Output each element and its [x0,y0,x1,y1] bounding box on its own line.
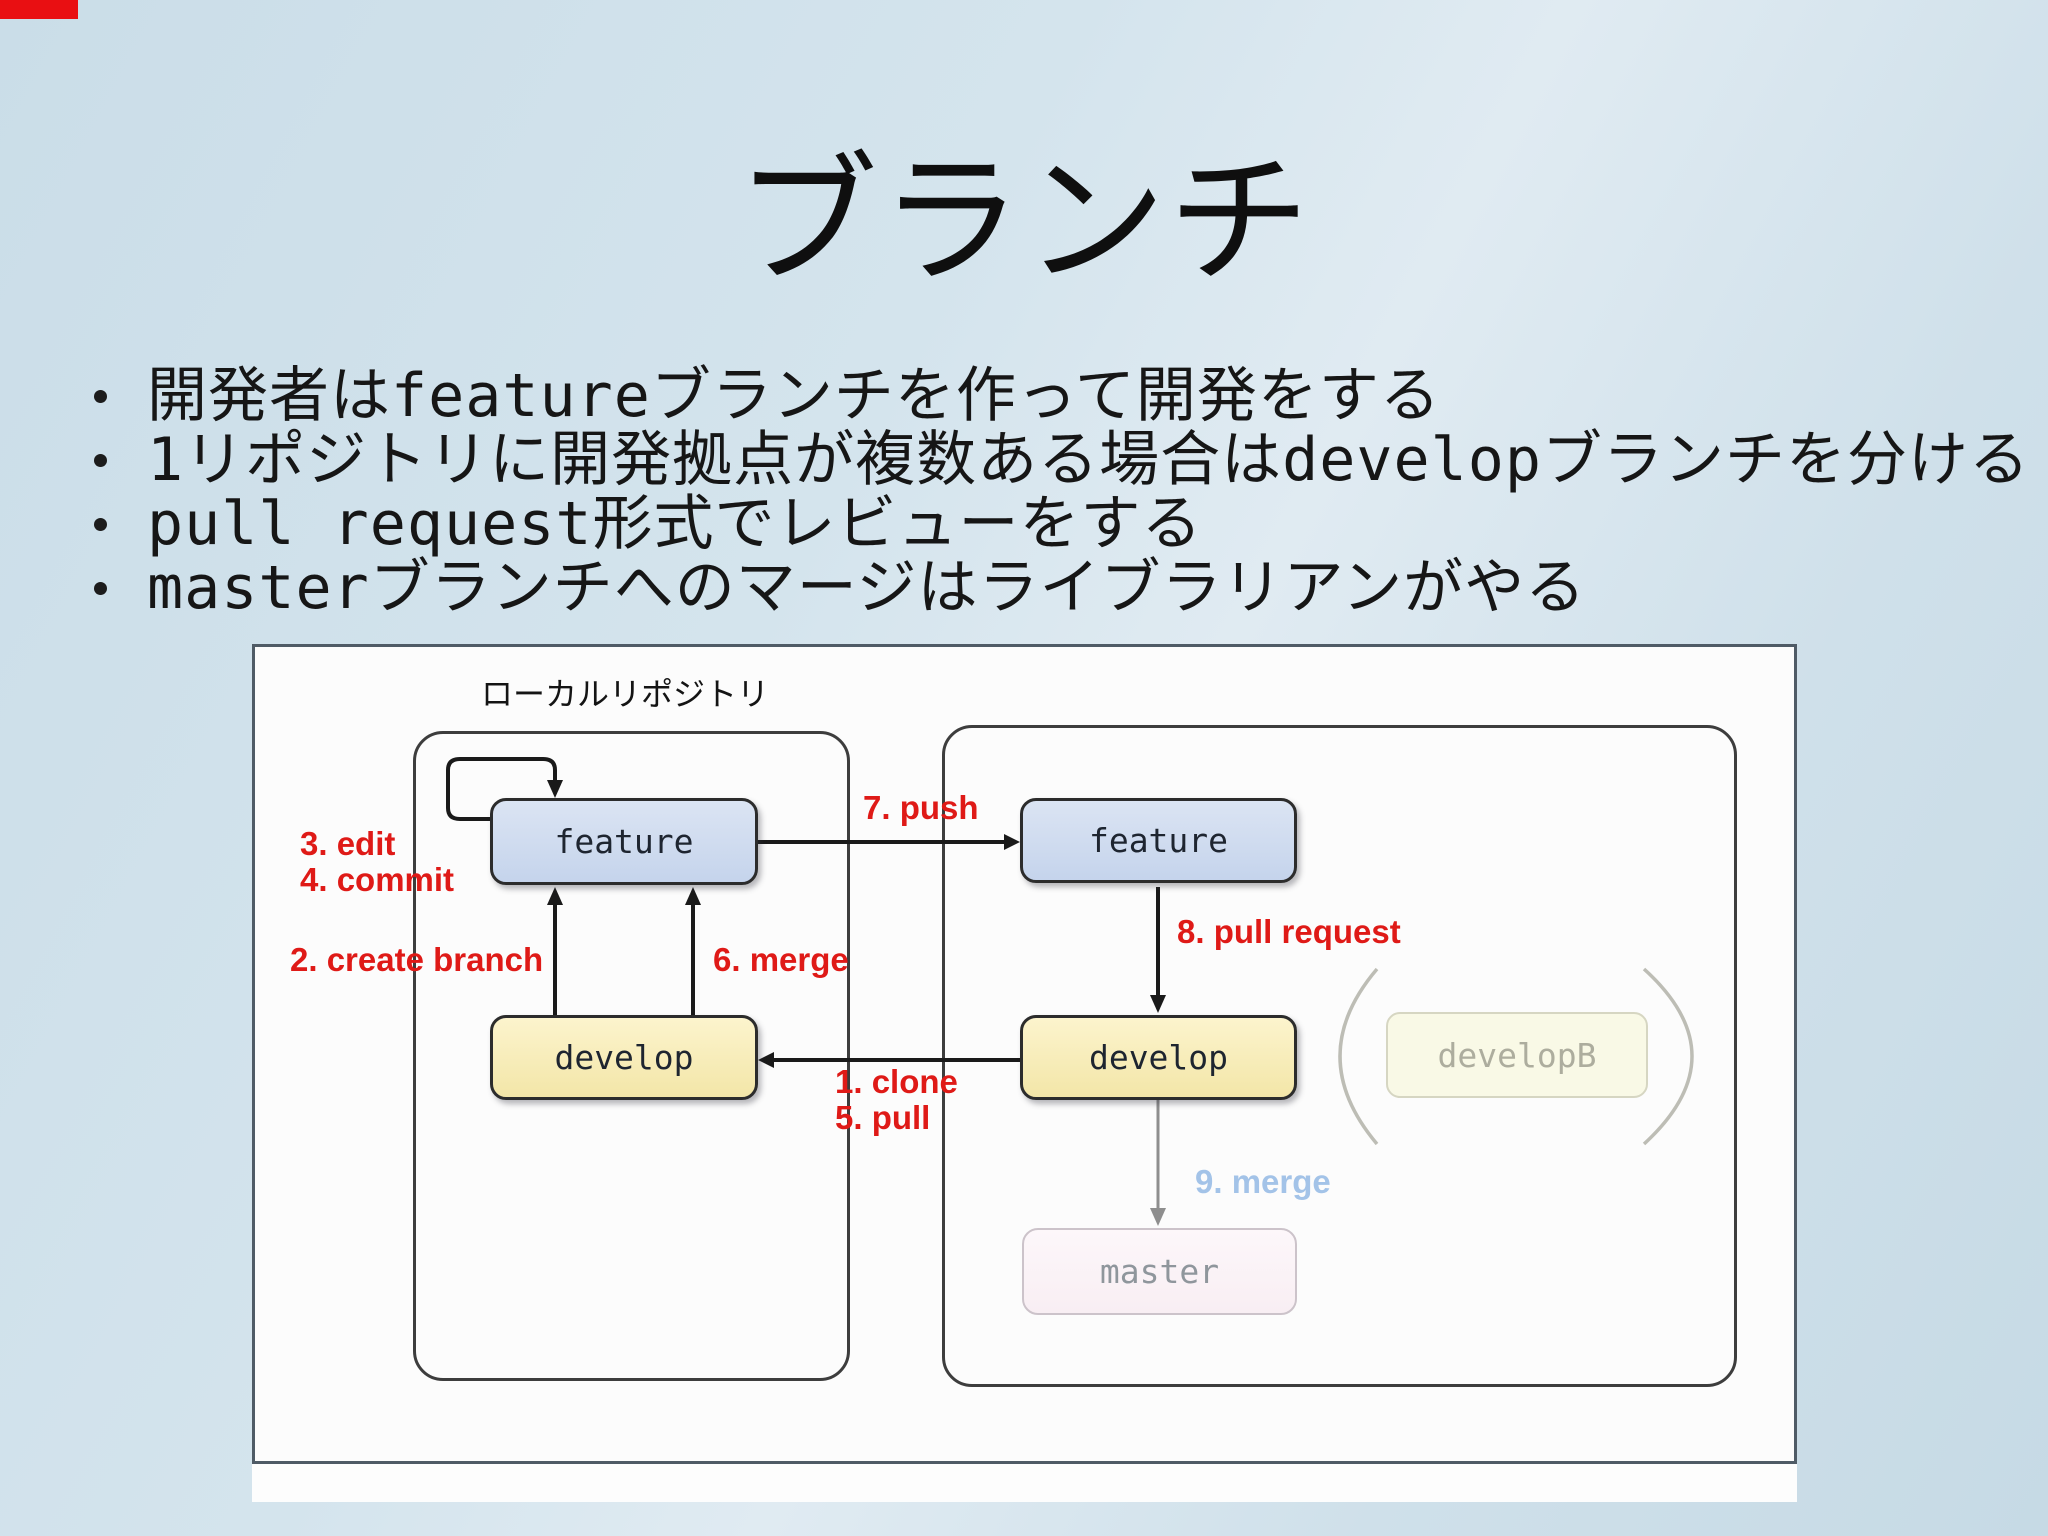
node-develop-local: develop [490,1015,758,1100]
push-arrowhead [1004,834,1020,850]
create-branch-arrowhead [547,887,563,905]
bullet-dot-icon [94,390,107,403]
step-label-pull-request: 8. pull request [1177,913,1401,950]
bullet-dot-icon [94,518,107,531]
diagram-frame: ローカルリポジトリ feature develop feature develo… [252,644,1797,1464]
bullet-text: 開発者はfeatureブランチを作って開発をする [147,361,1441,431]
step-label-edit: 3. edit [300,825,396,862]
red-corner-marker [0,0,78,19]
bullet-item: 1リポジトリに開発拠点が複数ある場合はdevelopブランチを分ける [88,428,2029,492]
local-repo-container [413,731,850,1381]
bullet-item: pull request形式でレビューをする [88,492,2008,556]
step-label-create-branch: 2. create branch [290,941,544,978]
diagram-panel: ローカルリポジトリ feature develop feature develo… [252,644,1797,1502]
step-label-clone: 1. clone [835,1063,958,1100]
developb-left-paren [1338,967,1379,1146]
pull-request-arrowhead [1150,995,1166,1013]
bullet-dot-icon [94,454,107,467]
step-label-push: 7. push [863,789,979,826]
self-loop-arrow [446,757,557,821]
bullet-list: 開発者はfeatureブランチを作って開発をする 1リポジトリに開発拠点が複数あ… [88,364,2029,620]
remote-repo-container [942,725,1737,1387]
node-feature-remote: feature [1020,798,1297,883]
step-label-pull: 5. pull [835,1099,931,1136]
node-develop-b: developB [1386,1012,1648,1098]
bullet-text: 1リポジトリに開発拠点が複数ある場合はdevelopブランチを分ける [147,425,2030,495]
developb-right-paren [1642,967,1694,1146]
node-develop-remote: develop [1020,1015,1297,1100]
node-feature-local: feature [490,798,758,885]
node-master: master [1022,1228,1297,1315]
step-label-merge-feature: 6. merge [713,941,849,978]
diagram-arrows [446,757,1694,1226]
local-repo-label: ローカルリポジトリ [481,675,770,713]
bullet-item: masterブランチへのマージはライブラリアンがやる [88,556,2008,620]
merge-feature-arrowhead [685,887,701,905]
slide-title: ブランチ [736,139,1312,304]
merge-master-arrowhead [1150,1208,1166,1226]
bullet-text: pull request形式でレビューをする [147,489,1203,559]
self-loop-arrowhead [547,780,563,798]
bullet-dot-icon [94,582,107,595]
clone-pull-arrowhead [758,1052,774,1068]
bullet-text: masterブランチへのマージはライブラリアンがやる [147,553,1587,623]
step-label-commit: 4. commit [300,861,455,898]
step-label-merge-master: 9. merge [1195,1163,1331,1200]
git-workflow-diagram: ローカルリポジトリ feature develop feature develo… [255,647,1794,1458]
bullet-item: 開発者はfeatureブランチを作って開発をする [88,364,2008,428]
